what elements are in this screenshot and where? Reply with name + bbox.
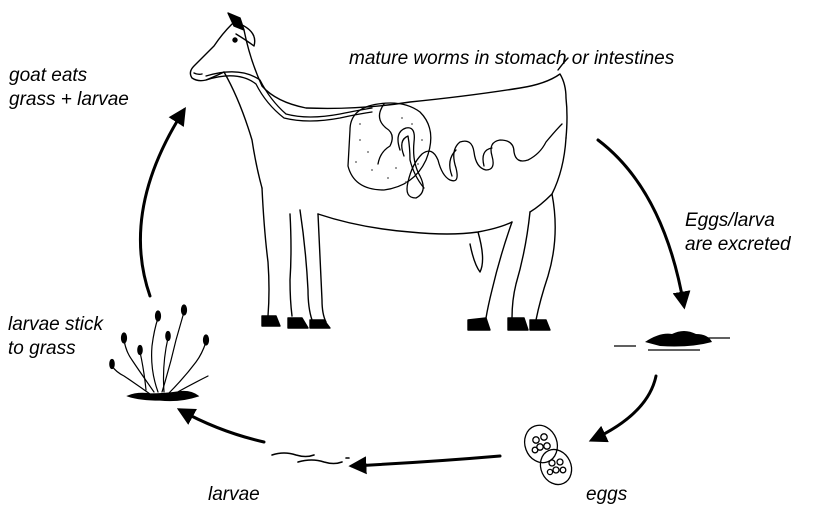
cycle-arrows bbox=[140, 110, 684, 466]
arrow-to-excretion bbox=[598, 140, 684, 306]
label-excreted-line2: are excreted bbox=[685, 233, 791, 257]
label-excreted-line1: Eggs/larva bbox=[685, 209, 791, 233]
label-larvae-stick: larvae stick to grass bbox=[8, 313, 103, 361]
arrow-to-goat bbox=[140, 110, 184, 296]
label-mature-worms: mature worms in stomach or intestines bbox=[349, 47, 674, 71]
arrow-to-larvae bbox=[352, 456, 500, 466]
label-excreted: Eggs/larva are excreted bbox=[685, 209, 791, 257]
grass-icon bbox=[110, 305, 209, 401]
label-larvae-stick-line2: to grass bbox=[8, 337, 103, 361]
arrow-to-eggs bbox=[592, 376, 656, 440]
label-goat-eats-line2: grass + larvae bbox=[9, 88, 129, 112]
label-goat-eats: goat eats grass + larvae bbox=[9, 64, 129, 112]
larvae-icon bbox=[272, 453, 349, 464]
label-larvae: larvae bbox=[208, 483, 260, 507]
label-eggs: eggs bbox=[586, 483, 627, 507]
feces-icon bbox=[614, 331, 730, 350]
label-goat-eats-line1: goat eats bbox=[9, 64, 129, 88]
stomach-stipple bbox=[355, 117, 423, 183]
arrow-to-grass bbox=[180, 410, 264, 442]
label-larvae-stick-line1: larvae stick bbox=[8, 313, 103, 337]
eggs-icon bbox=[519, 421, 577, 490]
